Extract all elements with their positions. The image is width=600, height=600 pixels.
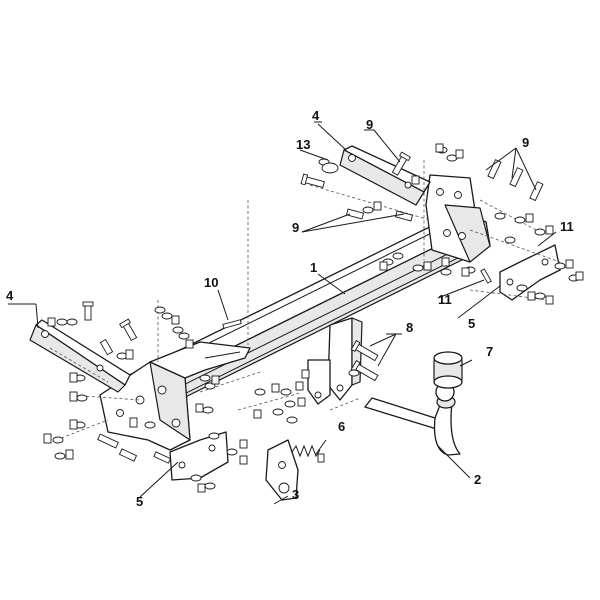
callout-5-left: 5 [136, 494, 143, 509]
mounting-plate [265, 439, 299, 501]
callout-1: 1 [310, 260, 317, 275]
left-small-bracket [169, 431, 229, 481]
leader-lines [8, 121, 557, 505]
callout-10: 10 [204, 275, 218, 290]
top-side-bracket [339, 145, 431, 206]
callout-11-lower: 11 [438, 292, 452, 307]
tow-ball-neck [364, 382, 461, 456]
ball-cover [433, 351, 463, 389]
callout-4-top: 4 [312, 108, 320, 123]
left-side-bracket [29, 319, 131, 393]
callout-6: 6 [338, 419, 345, 434]
right-end-plate [425, 174, 491, 263]
right-small-bracket [499, 244, 561, 301]
callouts: 1 2 3 4 4 5 5 6 7 8 9 9 9 10 11 11 13 [6, 108, 574, 509]
callout-9-right: 9 [522, 135, 529, 150]
callout-7: 7 [486, 344, 493, 359]
callout-2: 2 [474, 472, 481, 487]
callout-9-top: 9 [366, 117, 373, 132]
spring [291, 444, 325, 463]
callout-11-right: 11 [560, 219, 574, 234]
fasteners [43, 143, 584, 493]
callout-4-left: 4 [6, 288, 14, 303]
left-end-plate [99, 341, 251, 451]
callout-13: 13 [296, 137, 310, 152]
callout-5-right: 5 [468, 316, 475, 331]
callout-3: 3 [292, 487, 299, 502]
callout-9-middle: 9 [292, 220, 299, 235]
callout-8: 8 [406, 320, 413, 335]
